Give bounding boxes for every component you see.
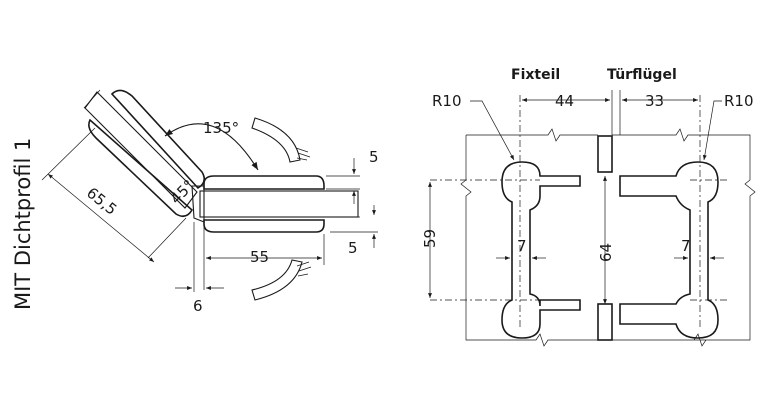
cutout-door-panel	[619, 161, 719, 339]
dim-offset-value: 6	[193, 297, 203, 315]
angled-clamp-inner	[88, 118, 194, 218]
straight-glass-panel	[199, 190, 359, 218]
right-layout-view: Fixteil Türflügel 44 33 R10 R10 5	[421, 67, 756, 347]
radius-left-leader	[470, 100, 515, 161]
straight-clamp-top	[203, 175, 325, 190]
dim-59-value: 59	[421, 229, 439, 248]
radius-right-label: R10	[724, 92, 754, 110]
side-label: MIT Dichtprofil 1	[11, 138, 35, 310]
dim-7-right-value: 7	[681, 237, 691, 255]
swing-hatch-bottom	[296, 261, 312, 277]
angled-clamp-outer	[110, 89, 206, 190]
dim-diagonal-value: 65,5	[83, 184, 120, 219]
label-fixteil: Fixteil	[511, 67, 560, 83]
swing-arc-top	[251, 117, 301, 163]
hinge-block-bottom-fixed	[597, 303, 613, 341]
glass-outline-door	[612, 128, 756, 347]
hinge-core	[191, 185, 205, 223]
dim-gap-bottom-value: 5	[348, 239, 358, 257]
dim-straight-value: 55	[250, 248, 269, 266]
dim-64-value: 64	[597, 243, 615, 262]
label-tuerfluegel: Türflügel	[607, 67, 677, 83]
dim-7-left-value: 7	[517, 237, 527, 255]
dim-gap-top-value: 5	[369, 148, 379, 166]
swing-arc-bottom	[251, 259, 303, 301]
dim-44-value: 44	[555, 92, 574, 110]
radius-left-label: R10	[432, 92, 462, 110]
radius-right-leader	[702, 100, 722, 161]
hinge-block-top-fixed	[597, 135, 613, 173]
cutout-fixed-panel	[501, 161, 581, 339]
glass-outline-fixed	[460, 128, 598, 347]
dim-line-diagonal	[47, 173, 155, 263]
straight-clamp-bottom	[203, 219, 325, 233]
angle-arc-135	[164, 123, 259, 171]
angle-label: 135°	[203, 119, 239, 137]
dim-33-value: 33	[645, 92, 664, 110]
swing-hatch-top	[295, 147, 311, 161]
left-section-view: 135° 45° 65,5 55 6 5 5	[41, 89, 379, 315]
